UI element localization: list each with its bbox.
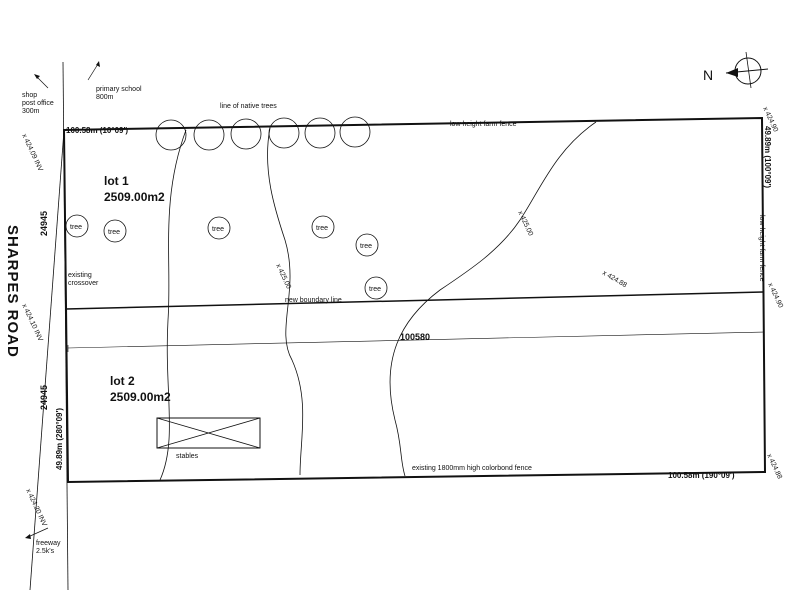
level-bottom-right: x 424.88 [765,453,783,480]
top-boundary-length: 100.58m (10°09') [66,126,128,135]
svg-text:primary school: primary school [96,86,142,93]
svg-text:2.5k's: 2.5k's [36,548,55,555]
native-tree [339,116,371,148]
lot-1-name: lot 1 [104,174,129,188]
road-name: SHARPES ROAD [4,225,21,358]
svg-text:tree: tree [369,286,381,293]
crossover-label: existing [68,272,92,279]
tree: tree [207,216,231,240]
property-boundary [62,116,767,484]
svg-text:tree: tree [360,243,372,250]
svg-text:tree: tree [316,225,328,232]
tree: tree [355,233,379,257]
school-annotation: primary school 800m [87,61,142,101]
native-tree [193,119,225,151]
native-tree [230,118,262,150]
svg-text:tree: tree [70,224,82,231]
freeway-annotation: freeway 2.5k's [25,527,61,555]
level-mid-right: x 424.90 [766,282,784,309]
new-boundary-label: new boundary line [285,297,342,304]
lot-2-name: lot 2 [110,374,135,388]
bottom-fence-label: existing 1800mm high colorbond fence [412,465,532,472]
stables: stables [156,417,261,460]
shop-annotation: shop post office 300m [22,74,54,115]
svg-text:300m: 300m [22,108,40,115]
crossover-label: crossover [68,280,99,287]
level-bottom-left: x 424.20 INV [24,488,48,528]
tree: tree [65,214,89,238]
stables-label: stables [176,453,199,460]
lot-2-area: 2509.00m2 [110,390,171,404]
right-boundary-length: 49.89m (100°09') [763,126,772,188]
svg-text:freeway: freeway [36,540,61,547]
svg-text:800m: 800m [96,94,114,101]
north-label: N [703,67,713,83]
right-fence-label: low height farm fence [758,215,765,282]
svg-text:post office: post office [22,100,54,107]
native-tree [304,117,336,149]
width-dimension-line [67,331,765,349]
level-middle: x 424.88 [601,270,628,290]
tree: tree [103,219,127,243]
contour-line-2 [267,127,304,476]
svg-text:tree: tree [212,226,224,233]
bottom-boundary-length: 100.58m (190°09') [668,471,735,480]
north-arrow: N [703,51,769,89]
native-tree [268,117,300,149]
level-mid-left: x 424.10 INV [20,303,44,343]
level-contour-b: x 425.00 [274,263,292,290]
contour-line-3 [389,121,597,477]
road-edge-diagonal [29,129,65,591]
new-boundary-line [65,291,765,310]
contour-line-1 [159,129,187,481]
native-tree [155,119,187,151]
level-top-left: x 424.09 INV [20,133,44,173]
top-fence-label: low height farm fence [450,121,517,128]
native-tree-row: line of native trees [155,103,371,151]
svg-text:tree: tree [108,229,120,236]
level-contour-a: x 425.00 [516,210,534,237]
lot-1-depth: 24945 [39,211,49,236]
native-trees-label: line of native trees [220,103,277,110]
lot-2-depth: 24945 [39,385,49,410]
left-boundary-length: 49.89m (280°09') [55,408,64,470]
lot-1-area: 2509.00m2 [104,190,165,204]
tree: tree [311,215,335,239]
width-dimension: 100580 [400,332,430,342]
svg-text:shop: shop [22,92,37,99]
tree: tree [364,276,388,300]
